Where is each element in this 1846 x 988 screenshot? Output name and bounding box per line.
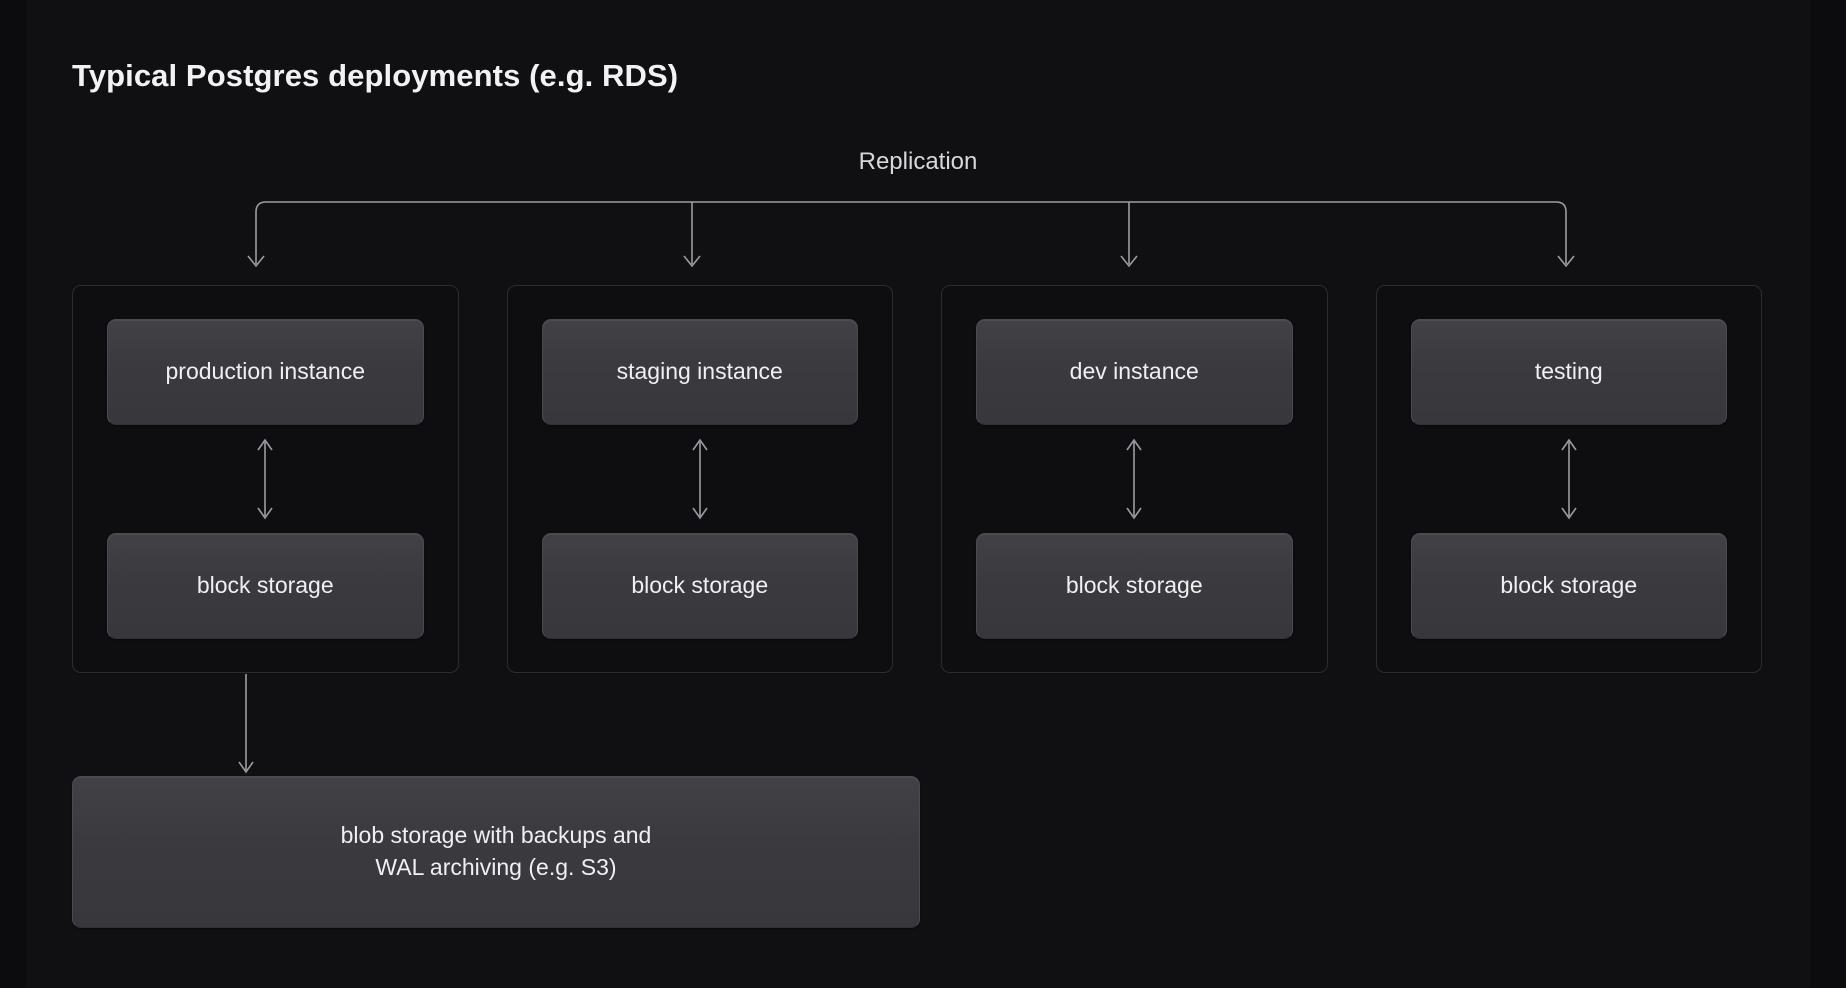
- block-storage-label: block storage: [1065, 572, 1203, 599]
- block-storage-card-production[interactable]: block storage: [107, 533, 424, 639]
- page-title: Typical Postgres deployments (e.g. RDS): [72, 58, 679, 93]
- replication-label: Replication: [858, 148, 978, 175]
- block-storage-card-dev[interactable]: block storage: [976, 533, 1293, 639]
- instance-card-testing[interactable]: testing: [1410, 319, 1727, 425]
- blob-storage-card[interactable]: blob storage with backups and WAL archiv…: [72, 776, 920, 928]
- block-storage-label: block storage: [196, 572, 334, 599]
- environment-columns: production instance block storage stagin…: [72, 285, 1762, 673]
- instance-label: testing: [1534, 358, 1603, 385]
- environment-container-production[interactable]: production instance block storage: [72, 285, 459, 673]
- instance-label: staging instance: [616, 358, 783, 385]
- instance-label: production instance: [165, 358, 365, 385]
- slide-canvas: Typical Postgres deployments (e.g. RDS) …: [26, 0, 1810, 988]
- environment-container-dev[interactable]: dev instance block storage: [941, 285, 1328, 673]
- block-storage-card-testing[interactable]: block storage: [1410, 533, 1727, 639]
- instance-card-production[interactable]: production instance: [107, 319, 424, 425]
- production-to-blob-arrow: [238, 674, 254, 774]
- instance-storage-link-staging: [689, 436, 711, 522]
- instance-card-staging[interactable]: staging instance: [541, 319, 858, 425]
- blob-storage-label: blob storage with backups and WAL archiv…: [340, 822, 652, 880]
- block-storage-label: block storage: [631, 572, 769, 599]
- instance-card-dev[interactable]: dev instance: [976, 319, 1293, 425]
- block-storage-label: block storage: [1500, 572, 1638, 599]
- block-storage-card-staging[interactable]: block storage: [541, 533, 858, 639]
- instance-storage-link-testing: [1558, 436, 1580, 522]
- instance-storage-link-dev: [1123, 436, 1145, 522]
- environment-container-testing[interactable]: testing block storage: [1375, 285, 1762, 673]
- replication-bus-connector: [247, 201, 1575, 268]
- instance-label: dev instance: [1069, 358, 1199, 385]
- instance-storage-link-production: [254, 436, 276, 522]
- environment-container-staging[interactable]: staging instance block storage: [506, 285, 893, 673]
